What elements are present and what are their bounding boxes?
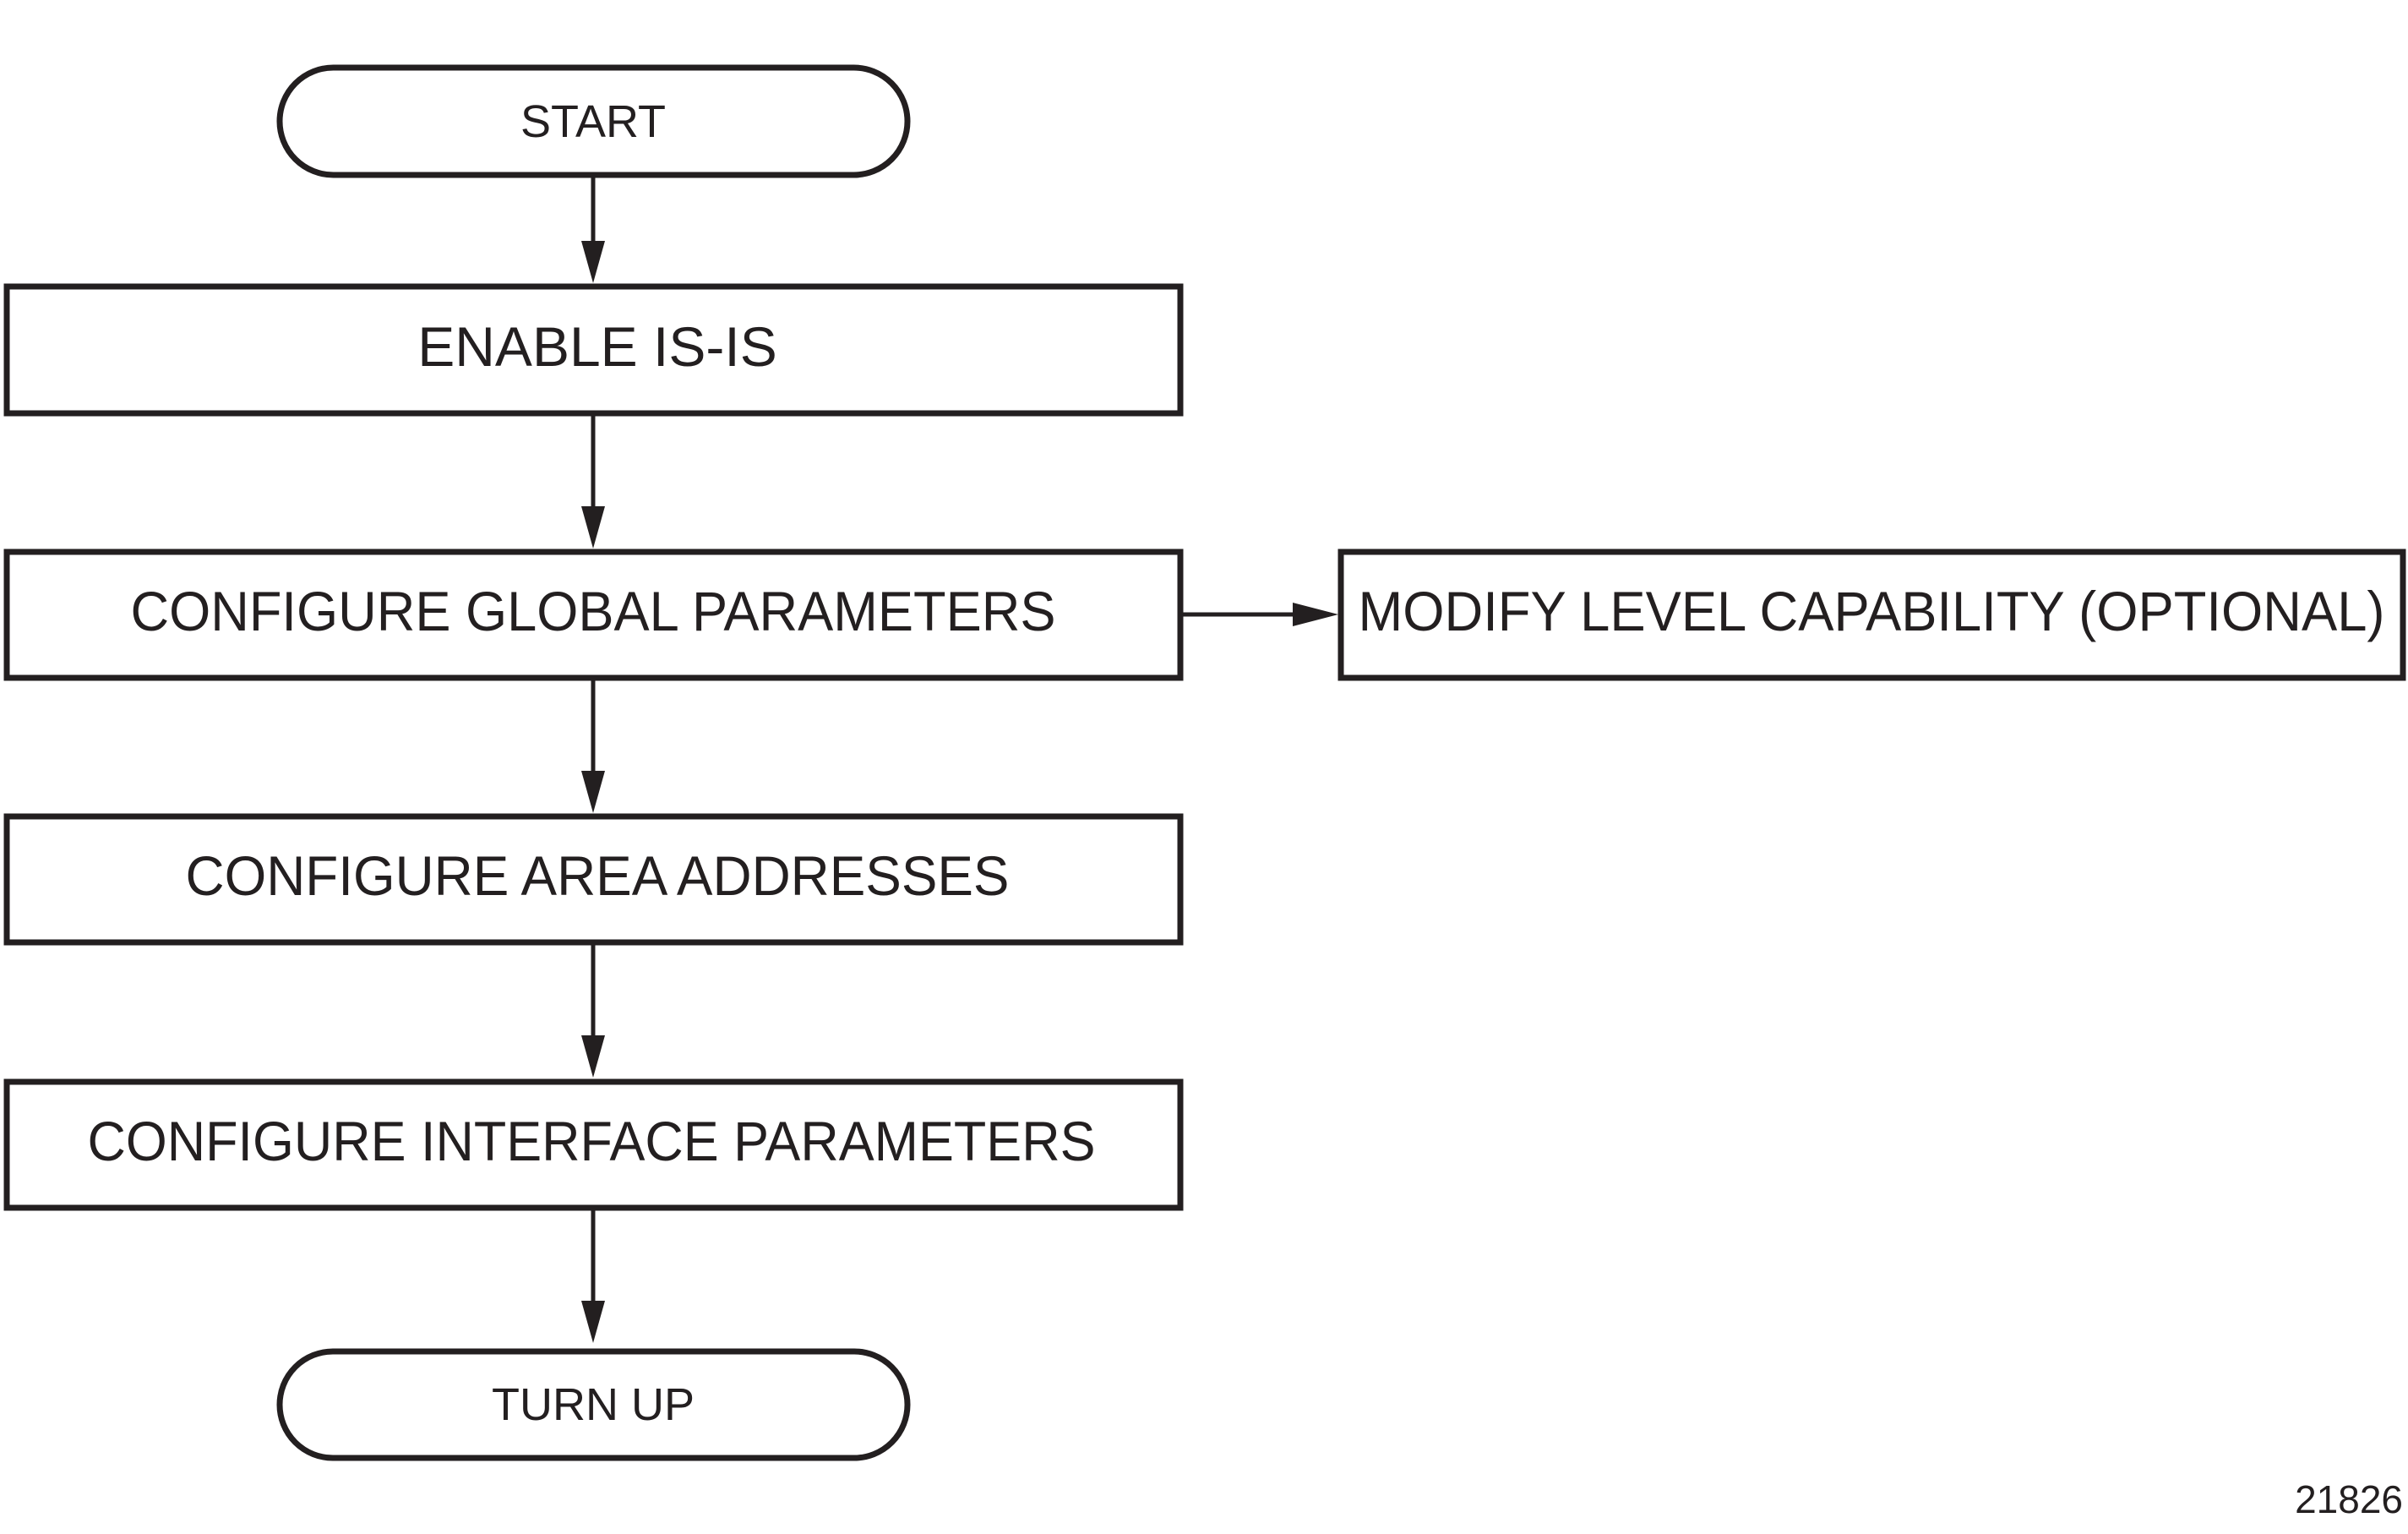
configure-interface-parameters-label: CONFIGURE INTERFACE PARAMETERS	[88, 1110, 1096, 1172]
arrowhead-interface	[581, 1035, 605, 1078]
configure-area-addresses-node: CONFIGURE AREA ADDRESSES	[3, 813, 1184, 946]
configure-interface-parameters-node: CONFIGURE INTERFACE PARAMETERS	[3, 1078, 1184, 1211]
start-label: START	[520, 96, 666, 147]
enable-isis-box	[3, 283, 1184, 417]
configure-global-parameters-box	[3, 549, 1184, 681]
enable-isis-node: ENABLE IS-IS	[3, 283, 1184, 417]
arrowhead-global	[581, 506, 605, 549]
configure-global-parameters-node: CONFIGURE GLOBAL PARAMETERS	[3, 549, 1184, 681]
arrowhead-enable	[581, 241, 605, 283]
enable-isis-label: ENABLE IS-IS	[417, 315, 777, 378]
arrowhead-turn-up	[581, 1301, 605, 1343]
modify-level-capability-label: MODIFY LEVEL CAPABILITY (OPTIONAL)	[1359, 580, 2385, 642]
figure-number: 21826	[2295, 1477, 2403, 1521]
modify-level-capability-box	[1337, 549, 2406, 681]
start-terminal-shape	[276, 64, 911, 178]
turn-up-label: TURN UP	[492, 1379, 695, 1430]
turn-up-terminal-shape	[276, 1348, 911, 1461]
configure-area-addresses-label: CONFIGURE AREA ADDRESSES	[186, 844, 1010, 907]
start-node: START	[276, 64, 911, 178]
turn-up-node: TURN UP	[276, 1348, 911, 1461]
configure-global-parameters-label: CONFIGURE GLOBAL PARAMETERS	[131, 580, 1056, 642]
modify-level-capability-node: MODIFY LEVEL CAPABILITY (OPTIONAL)	[1337, 549, 2406, 681]
configure-interface-parameters-box	[3, 1078, 1184, 1211]
configure-area-addresses-box	[3, 813, 1184, 946]
arrowhead-area	[581, 771, 605, 813]
arrowhead-modify-level	[1293, 603, 1338, 626]
